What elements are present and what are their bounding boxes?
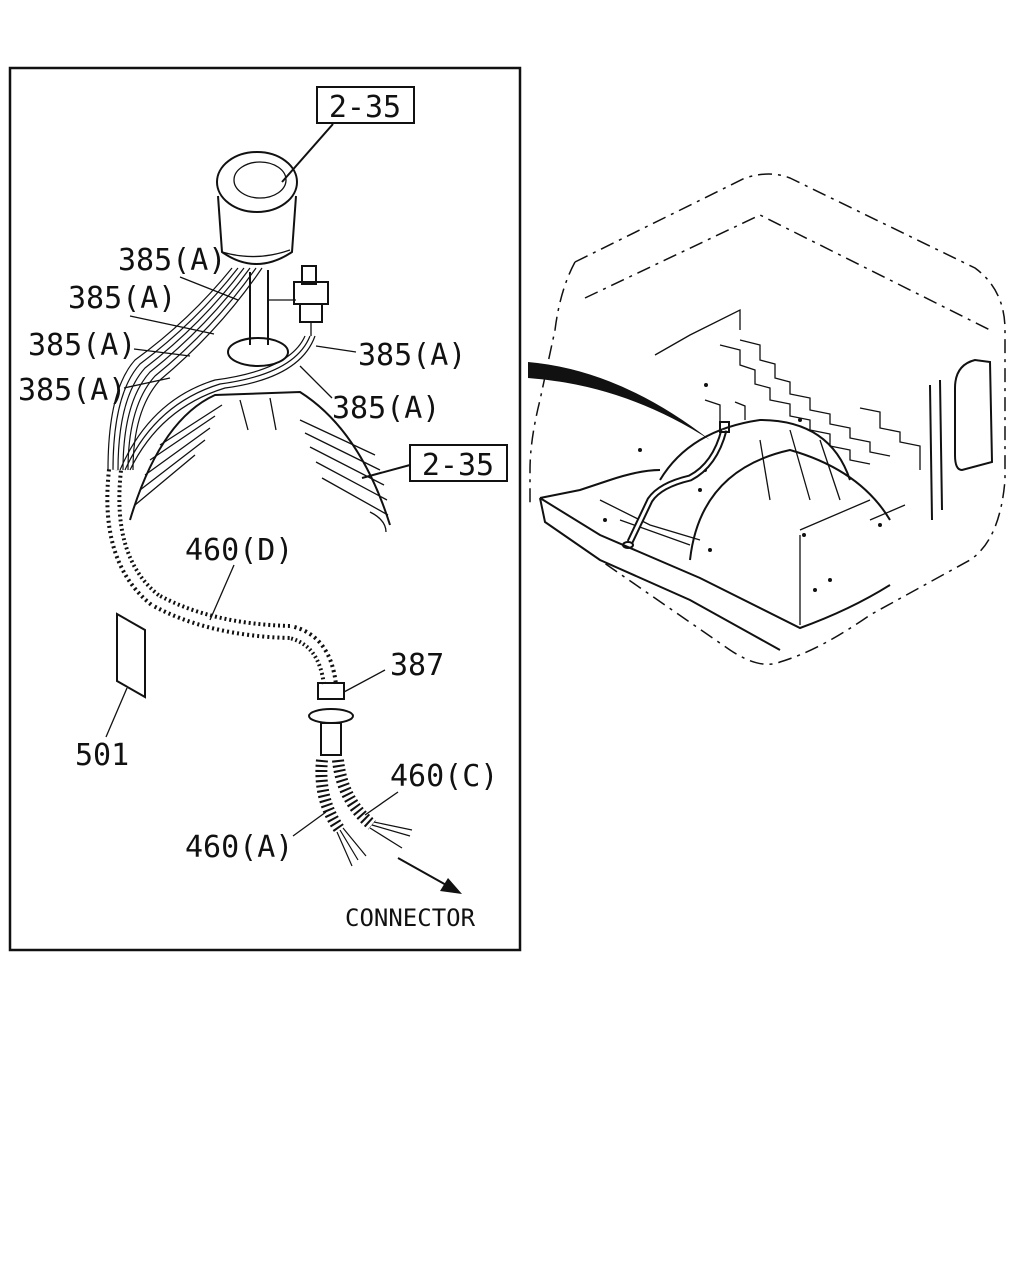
ref-box-top[interactable]: 2-35 [316,86,415,125]
ref-label-mid: 2-35 [422,448,494,483]
leader-ref-mid [361,464,411,479]
label-plate [116,612,146,699]
label-plate-501: 501 [75,738,129,773]
label-wire-2: 385(A) [68,281,176,316]
label-grommet-387: 387 [390,648,444,683]
shift-knob [216,151,298,265]
label-harness-460a: 460(A) [185,830,293,865]
grommet [308,682,354,756]
label-wire-4: 385(A) [18,373,126,408]
switch-sensor [293,265,329,336]
location-pointer [528,362,710,440]
ref-label-top: 2-35 [329,90,401,125]
callouts: 385(A) 385(A) 385(A) 385(A) 385(A) 385(A… [18,243,498,865]
shift-boot [129,390,391,533]
ref-box-mid[interactable]: 2-35 [409,444,508,483]
wire-ends [336,821,413,867]
label-harness-460c: 460(C) [390,759,498,794]
floor-harness [626,429,728,544]
connector-label: CONNECTOR [345,904,476,932]
label-wire-5: 385(A) [358,338,466,373]
label-wire-3: 385(A) [28,328,136,363]
wire-bundle [107,267,316,471]
label-wire-6: 385(A) [332,391,440,426]
label-harness-460d: 460(D) [185,533,293,568]
inset-frame [8,66,522,952]
leader-ref-top [281,123,334,183]
label-wire-1: 385(A) [118,243,226,278]
connector-arrow [397,857,462,894]
vehicle-floor-view [528,173,1006,665]
